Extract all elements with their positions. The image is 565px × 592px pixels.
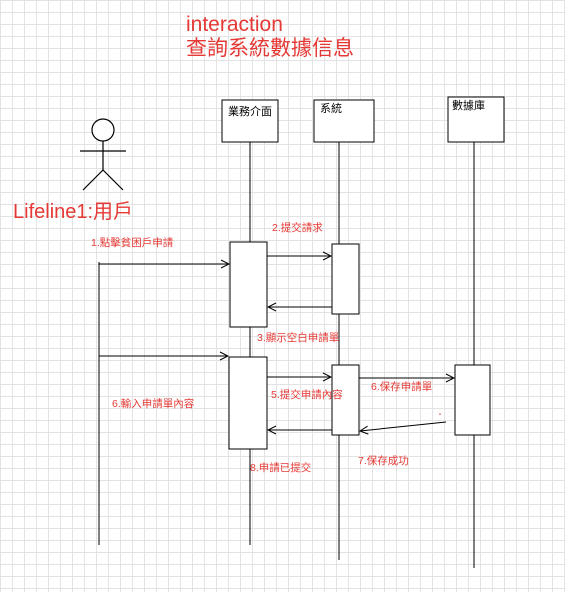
- activation-business-ui-2: [228, 356, 268, 450]
- message-label-1: 1.點擊貧困戶申請: [91, 237, 174, 249]
- lifeline-label-database: 數據庫: [452, 100, 485, 112]
- message-label-6-save: 6.保存申請單: [371, 381, 433, 393]
- lifeline-box-business-ui: [221, 99, 279, 143]
- actor-figure: [80, 118, 126, 191]
- message-arrow-1: [98, 262, 229, 264]
- lifeline-label-business-ui: 業務介面: [228, 106, 272, 118]
- stray-dot: [439, 413, 441, 415]
- activation-system-2: [331, 364, 360, 436]
- activation-business-ui-1: [229, 241, 268, 328]
- actor-right-leg: [102, 169, 124, 191]
- diagram-title: interaction: [186, 13, 283, 36]
- lifeline-label-system: 系統: [320, 103, 342, 115]
- message-label-2: 2.提交請求: [272, 222, 323, 234]
- message-label-8: 8.申請已提交: [250, 462, 312, 474]
- activation-system-1: [331, 243, 360, 315]
- lifeline-box-system: [313, 99, 375, 143]
- message-label-5: 5.提交申請內容: [271, 389, 343, 401]
- actor-left-leg: [82, 169, 104, 191]
- message-label-3: 3.顯示空白申請單: [257, 332, 340, 344]
- lifeline-box-database: [447, 96, 505, 143]
- message-label-6-input: 6.輸入申請單內容: [112, 398, 195, 410]
- activation-database: [454, 364, 491, 436]
- message-arrow-7: [360, 421, 447, 431]
- diagram-subtitle: 查詢系統數據信息: [186, 37, 354, 60]
- actor-head: [91, 118, 115, 142]
- actor-label: Lifeline1:用戶: [13, 201, 134, 223]
- message-label-7: 7.保存成功: [358, 455, 409, 467]
